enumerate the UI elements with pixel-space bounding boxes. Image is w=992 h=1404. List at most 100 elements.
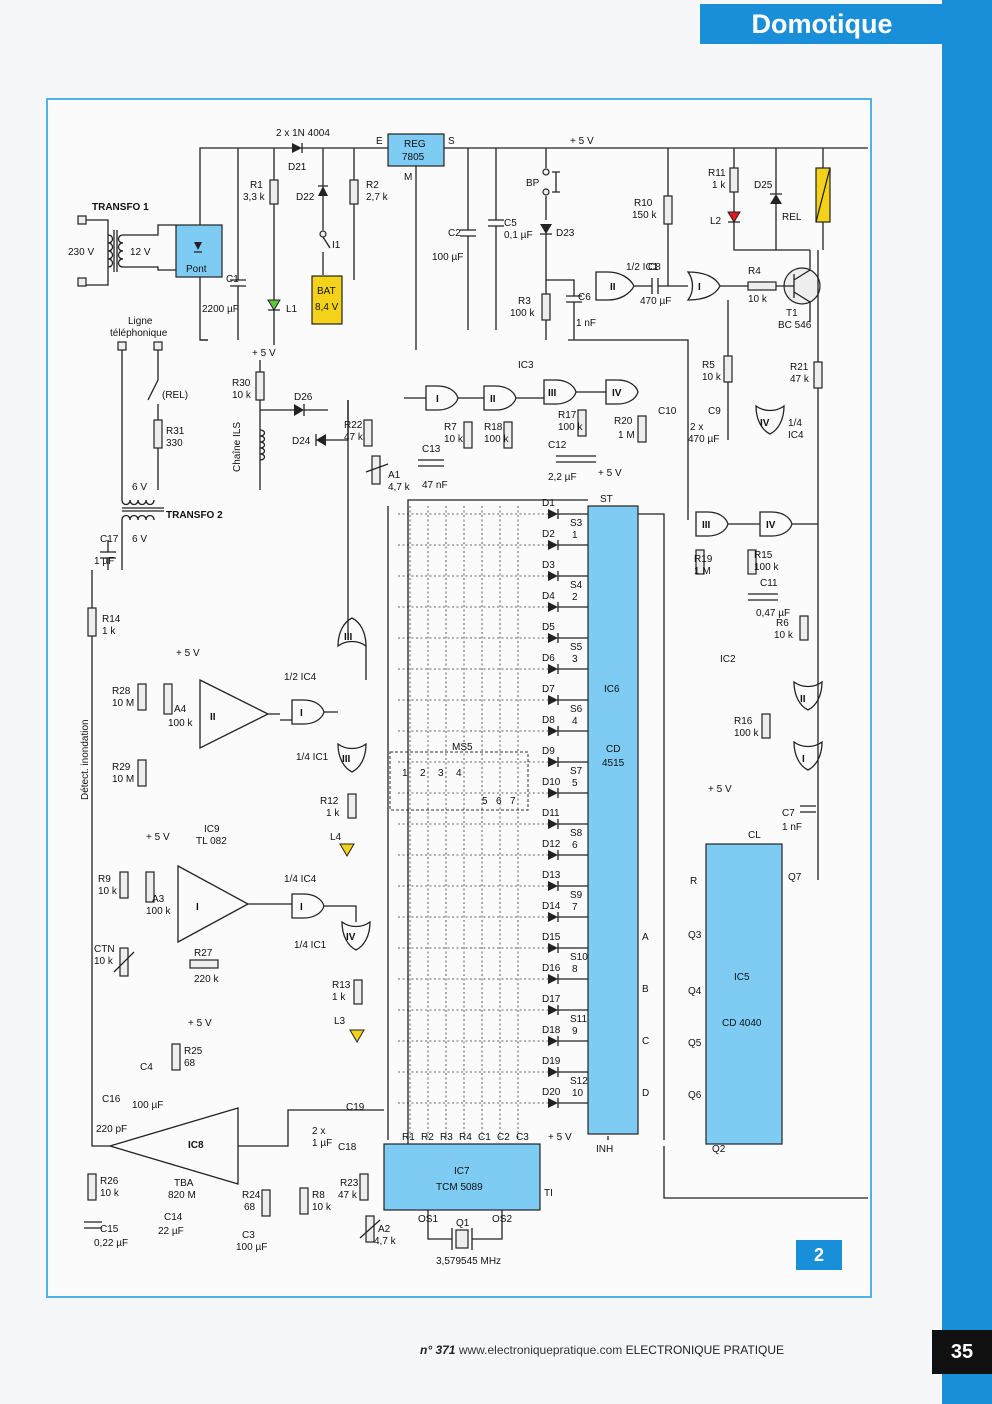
- c4-value: 100 µF: [132, 1100, 163, 1111]
- reg-e-label: E: [376, 136, 383, 147]
- ic5-value: CD 4040: [722, 1018, 762, 1029]
- diode-wire: [557, 571, 588, 581]
- diode-wire: [557, 540, 588, 550]
- diode-symbol: [548, 664, 558, 674]
- v5-phone-label: + 5 V: [252, 348, 276, 359]
- r16-value: 100 k: [734, 728, 759, 739]
- switch-label[interactable]: S9: [570, 890, 583, 901]
- r5-label: R5: [702, 360, 715, 371]
- r20-label: R20: [614, 416, 633, 427]
- gate-ic1-iii: III: [342, 754, 351, 765]
- diode-label: D16: [542, 963, 561, 974]
- ic5-output-label: Q7: [788, 872, 802, 883]
- c17-label: C17: [100, 534, 119, 545]
- ic5-output-label: Q3: [688, 930, 702, 941]
- r26-label: R26: [100, 1176, 119, 1187]
- c4-label: C4: [140, 1062, 153, 1073]
- switch-label[interactable]: S11: [570, 1014, 587, 1025]
- r31-value: 330: [166, 438, 183, 449]
- c5-value: 0,1 µF: [504, 230, 533, 241]
- diode-label: D3: [542, 560, 555, 571]
- ctn-value: 10 k: [94, 956, 114, 967]
- website-link[interactable]: www.electroniquepratique.com: [458, 1343, 623, 1357]
- c18-mult: 2 x: [312, 1126, 325, 1137]
- switch-label[interactable]: S8: [570, 828, 583, 839]
- r19-value: 1 M: [694, 566, 711, 577]
- r1-label: R1: [250, 180, 263, 191]
- t1-value: BC 546: [778, 320, 812, 331]
- c8-label: C8: [648, 262, 661, 273]
- gate-ic3-iii: III: [548, 388, 557, 399]
- switch-label[interactable]: S5: [570, 642, 583, 653]
- gate-ic3-iv: IV: [612, 388, 622, 399]
- ic5-cl-label: CL: [748, 830, 761, 841]
- r26-value: 10 k: [100, 1188, 120, 1199]
- d25-label: D25: [754, 180, 773, 191]
- c10-label: C10: [658, 406, 677, 417]
- decoder-matrix: D1D2D3D4D5D6D7D8D9D10D11D12D13D14D15D16D…: [389, 468, 639, 1155]
- c9-value2: 470 µF: [688, 434, 719, 445]
- v5-ic6-label: + 5 V: [598, 468, 622, 479]
- a2-label: A2: [378, 1224, 391, 1235]
- schematic-frame: TRANSFO 1 230 V 12 V Pont 2 x 1N 4004 D2…: [46, 98, 872, 1298]
- r24-value: 68: [244, 1202, 256, 1213]
- diode-wire: [557, 1067, 588, 1077]
- r3-value: 100 k: [510, 308, 535, 319]
- c16-value: 220 pF: [96, 1124, 127, 1135]
- r28-label: R28: [112, 686, 131, 697]
- switch-label[interactable]: S7: [570, 766, 583, 777]
- switch-label[interactable]: S3: [570, 518, 583, 529]
- r19-label: R19: [694, 554, 713, 565]
- c3-value: 100 µF: [236, 1242, 267, 1253]
- diode-symbol: [548, 1067, 558, 1077]
- figure-number: 2: [796, 1240, 842, 1270]
- c8-value: 470 µF: [640, 296, 671, 307]
- switch-label[interactable]: S10: [570, 952, 588, 963]
- detect-label: Détect. inondation: [80, 719, 91, 800]
- diode-label: D1: [542, 498, 555, 509]
- r13-value: 1 k: [332, 992, 346, 1003]
- c2-label: C2: [448, 228, 461, 239]
- diode-symbol: [548, 695, 558, 705]
- switch-label[interactable]: S12: [570, 1076, 588, 1087]
- diode-label: D14: [542, 901, 561, 912]
- switch-pin-label: 7: [572, 902, 578, 913]
- ic7-label: IC7: [454, 1166, 470, 1177]
- ic5-output-label: Q4: [688, 986, 702, 997]
- ic9-label: IC9: [204, 824, 220, 835]
- diode-wire: [557, 974, 588, 984]
- gate-ic3-ii: II: [490, 394, 496, 405]
- ic9-value: TL 082: [196, 836, 227, 847]
- phone-line: Ligne téléphonique (REL) R31 330 + 5 V R…: [87, 316, 349, 1110]
- d24-label: D24: [292, 436, 311, 447]
- l3-label: L3: [334, 1016, 346, 1027]
- diode-symbol: [548, 1005, 558, 1015]
- diode-symbol: [548, 757, 558, 767]
- switch-label[interactable]: S6: [570, 704, 583, 715]
- gate-ic4-i: I: [300, 708, 303, 719]
- c2-value: 100 µF: [432, 252, 463, 263]
- ic5-output-label: Q6: [688, 1090, 702, 1101]
- switch-pin-label: 8: [572, 964, 578, 975]
- c7-value: 1 nF: [782, 822, 802, 833]
- c11-label: C11: [760, 578, 778, 589]
- r7-value: 10 k: [444, 434, 464, 445]
- r6-value: 10 k: [774, 630, 794, 641]
- diode-label: D20: [542, 1087, 561, 1098]
- d26-label: D26: [294, 392, 313, 403]
- switch-label[interactable]: S4: [570, 580, 583, 591]
- r4-label: R4: [748, 266, 761, 277]
- switch-pin-label: 2: [572, 592, 578, 603]
- c14-label: C14: [164, 1212, 183, 1223]
- gate-ic4-iv: IV: [760, 418, 770, 429]
- ic7-value: TCM 5089: [436, 1182, 483, 1193]
- r12-value: 1 k: [326, 808, 340, 819]
- ic5-output-label: Q5: [688, 1038, 702, 1049]
- ic4-quarter-label: 1/4: [788, 418, 802, 429]
- r5-value: 10 k: [702, 372, 722, 383]
- r13-label: R13: [332, 980, 351, 991]
- r6-label: R6: [776, 618, 789, 629]
